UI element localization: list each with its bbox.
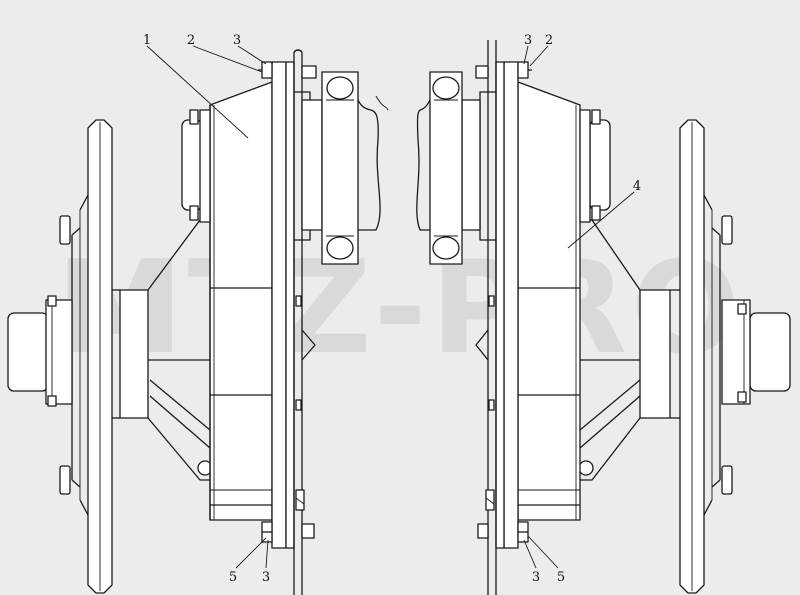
left-hub-cap: [7, 299, 73, 405]
leader-lines: [146, 45, 635, 569]
callout-left-1: 1: [143, 33, 151, 48]
left-mounting-plates: [271, 49, 316, 595]
watermark: MTZ-PRO: [56, 234, 744, 383]
callout-left-3-bottom: 3: [262, 570, 270, 585]
right-bearing: [416, 71, 481, 265]
callout-left-5: 5: [229, 570, 237, 585]
left-bearing: [301, 71, 389, 265]
right-wheel-studs: [721, 215, 747, 495]
callout-labels: 1 2 3 5 3 3 2 4 3 5: [143, 33, 641, 585]
right-mounting-plates: [475, 40, 519, 595]
callout-right-2: 2: [545, 33, 553, 48]
callout-left-3-top: 3: [233, 33, 241, 48]
right-bolts: [475, 61, 532, 543]
callout-left-2: 2: [187, 33, 195, 48]
right-hub-assembly: [416, 40, 791, 595]
right-wheel-rim: [679, 119, 721, 594]
callout-right-4: 4: [633, 179, 641, 194]
left-hub-body: [112, 219, 213, 481]
left-wheel-studs: [47, 215, 71, 495]
callout-right-3-bottom: 3: [532, 570, 540, 585]
callout-right-5: 5: [557, 570, 565, 585]
right-hub-cap: [721, 299, 791, 405]
callout-right-3-top: 3: [524, 33, 532, 48]
left-hub-assembly: [7, 49, 389, 595]
left-bolts: [258, 61, 317, 543]
